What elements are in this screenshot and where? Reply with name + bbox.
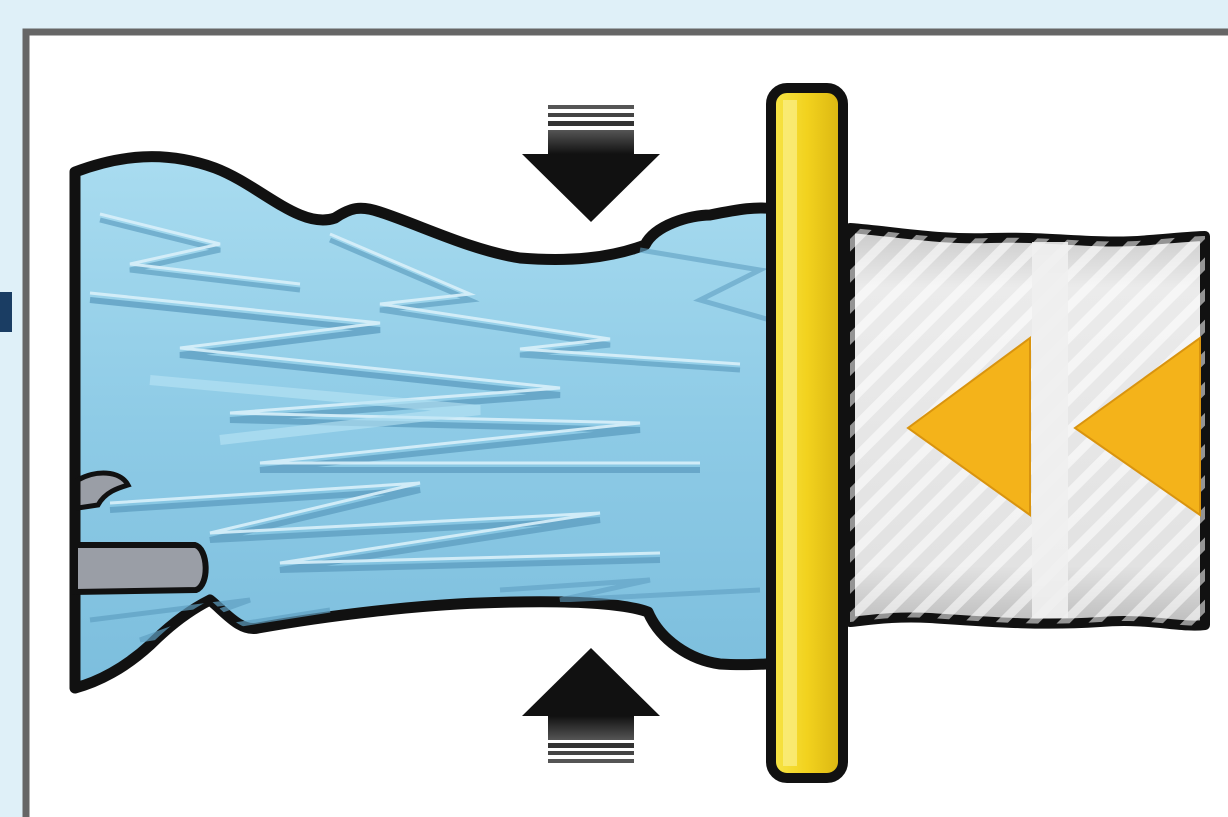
sleeve-seam xyxy=(1032,242,1068,618)
left-marker xyxy=(0,292,12,332)
compressed-foam xyxy=(75,157,778,688)
yellow-retaining-ring xyxy=(771,88,843,778)
striped-sleeve xyxy=(850,228,1205,626)
